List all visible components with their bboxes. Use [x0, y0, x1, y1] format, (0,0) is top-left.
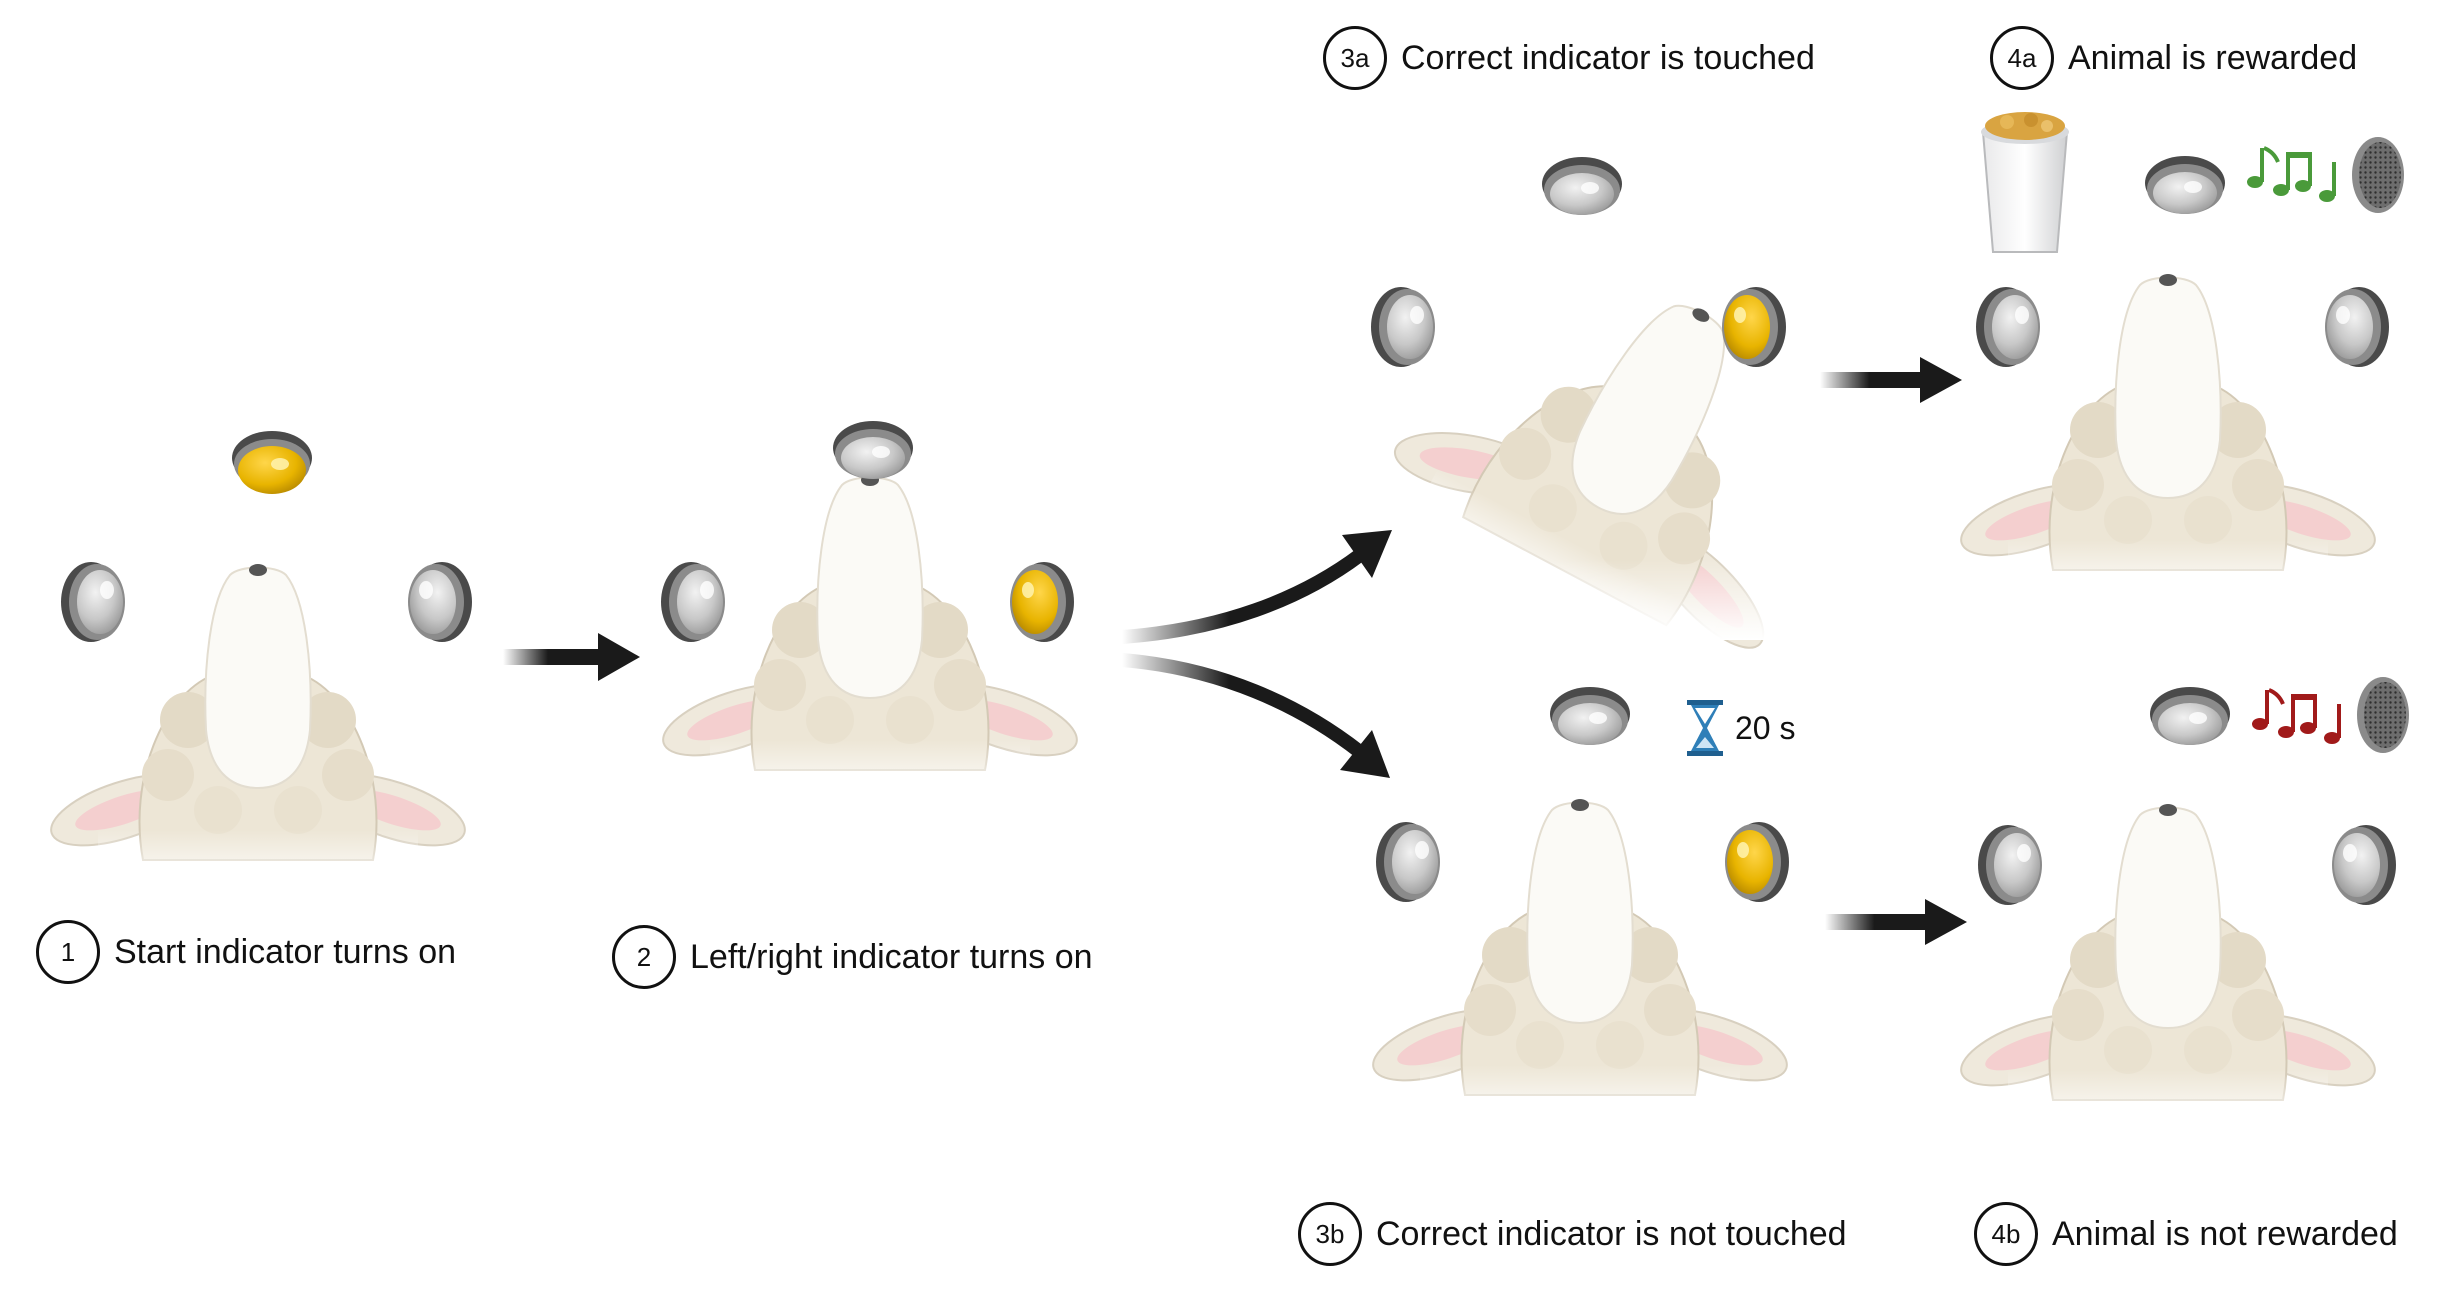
speaker-icon [2357, 677, 2409, 753]
step-1-label: 1 Start indicator turns on [36, 920, 456, 984]
music-notes-icon [2245, 146, 2338, 204]
sheep-icon [654, 473, 1086, 801]
step-3a-label: 3a Correct indicator is touched [1323, 26, 1815, 90]
step-description: Start indicator turns on [114, 932, 457, 971]
step-description: Correct indicator is touched [1401, 38, 1815, 77]
indicator-light-icon [1978, 825, 2042, 905]
panel-not-rewarded [1952, 677, 2409, 1131]
indicator-light-icon [2150, 687, 2230, 745]
step-description: Animal is rewarded [2068, 38, 2358, 77]
indicator-light-icon [2145, 156, 2225, 214]
step-number-badge: 4b [1974, 1202, 2038, 1266]
indicator-light-icon [1376, 822, 1440, 902]
step-description: Animal is not rewarded [2052, 1214, 2398, 1253]
panel-side-indicator [654, 421, 1086, 880]
arrow-icon [1820, 357, 1962, 403]
indicator-light-icon [1722, 287, 1786, 367]
panel-start [42, 431, 474, 891]
arrow-icon [1825, 899, 1967, 945]
indicator-light-icon [833, 421, 913, 479]
indicator-light-icon [1010, 562, 1074, 642]
indicator-light-icon [1542, 157, 1622, 215]
indicator-light-icon [2325, 287, 2389, 367]
indicator-light-icon [1371, 287, 1435, 367]
step-number-badge: 2 [612, 925, 676, 989]
step-2-label: 2 Left/right indicator turns on [612, 925, 1093, 989]
arrow-icon [1121, 653, 1390, 778]
step-number-badge: 3a [1323, 26, 1387, 90]
food-cup-icon [1980, 111, 2070, 253]
step-3b-label: 3b Correct indicator is not touched [1298, 1202, 1847, 1266]
step-number-badge: 1 [36, 920, 100, 984]
step-number-badge: 4a [1990, 26, 2054, 90]
indicator-light-icon [1976, 287, 2040, 367]
step-description: Correct indicator is not touched [1376, 1214, 1847, 1253]
indicator-light-icon [61, 562, 125, 642]
indicator-light-icon [2332, 825, 2396, 905]
indicator-light-icon [1725, 822, 1789, 902]
step-number-badge: 3b [1298, 1202, 1362, 1266]
music-notes-icon [2250, 688, 2343, 746]
indicator-light-icon [408, 562, 472, 642]
speaker-icon [2352, 137, 2404, 213]
hourglass-icon [1687, 700, 1723, 756]
arrow-icon [1121, 530, 1392, 644]
step-4b-label: 4b Animal is not rewarded [1974, 1202, 2398, 1266]
arrow-icon [503, 633, 640, 681]
panel-not-touched [1364, 687, 1796, 1126]
panel-touched [1359, 157, 1895, 700]
indicator-light-icon [661, 562, 725, 642]
step-description: Left/right indicator turns on [690, 937, 1093, 976]
panel-rewarded [1952, 111, 2404, 601]
step-4a-label: 4a Animal is rewarded [1990, 26, 2357, 90]
indicator-light-icon [1550, 687, 1630, 745]
timeout-duration: 20 s [1735, 710, 1796, 746]
indicator-light-icon [232, 431, 312, 494]
